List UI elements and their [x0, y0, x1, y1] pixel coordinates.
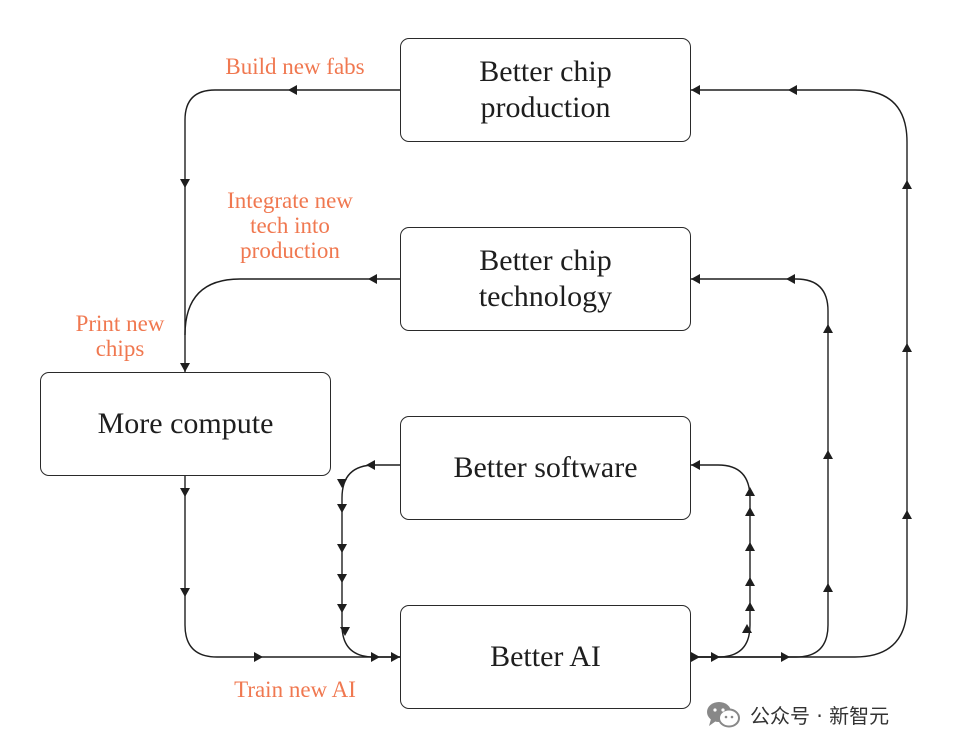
edge-software-to-ai — [341, 464, 400, 658]
edge-production-to-compute — [184, 89, 400, 372]
watermark: 公众号 · 新智元 — [706, 700, 889, 729]
arrow-right — [691, 652, 700, 662]
node-label: Better chip technology — [478, 244, 613, 313]
arrow-down — [337, 544, 347, 553]
arrow-up — [742, 624, 752, 633]
label-print-new-chips: Print new chips — [75, 311, 165, 361]
arrow-down — [180, 488, 190, 497]
arrow-left — [691, 85, 700, 95]
arrow-down — [337, 574, 347, 583]
watermark-text: 公众号 · 新智元 — [750, 704, 890, 728]
node-better-software: Better software — [400, 416, 691, 520]
edge-ai-to-technology — [691, 278, 829, 658]
arrow-right — [781, 652, 790, 662]
arrow-up — [902, 180, 912, 189]
edge-ai-to-production — [691, 89, 908, 658]
edge-technology-to-compute — [184, 278, 400, 336]
arrow-up — [823, 450, 833, 459]
arrow-up — [823, 324, 833, 333]
arrow-left — [691, 460, 700, 470]
arrow-down — [180, 179, 190, 188]
arrow-up — [745, 507, 755, 516]
arrow-up — [902, 343, 912, 352]
node-label: Better AI — [490, 640, 601, 673]
node-more-compute: More compute — [40, 372, 331, 476]
arrow-up — [902, 510, 912, 519]
node-label: More compute — [97, 407, 274, 440]
label-train-new-ai: Train new AI — [234, 677, 356, 702]
arrow-right — [254, 652, 263, 662]
node-better-chip-production: Better chip production — [400, 38, 691, 142]
arrow-up — [745, 487, 755, 496]
arrow-right — [371, 652, 380, 662]
arrow-up — [745, 577, 755, 586]
arrow-left — [366, 460, 375, 470]
arrow-left — [788, 85, 797, 95]
node-label: Better software — [453, 451, 638, 484]
node-better-ai: Better AI — [400, 605, 691, 709]
arrow-right — [391, 652, 400, 662]
arrow-left — [786, 274, 795, 284]
arrow-down — [180, 363, 190, 372]
arrow-left — [691, 274, 700, 284]
node-better-chip-technology: Better chip technology — [400, 227, 691, 331]
arrow-down — [180, 588, 190, 597]
wechat-icon — [707, 701, 740, 727]
arrow-left — [368, 274, 377, 284]
arrow-down — [337, 479, 347, 488]
edge-compute-to-ai — [184, 475, 400, 658]
arrow-up — [745, 602, 755, 611]
arrow-right — [711, 652, 720, 662]
arrow-up — [823, 583, 833, 592]
edge-ai-to-software — [691, 464, 751, 658]
arrow-left — [288, 85, 297, 95]
arrow-up — [745, 542, 755, 551]
arrow-down — [340, 627, 350, 636]
arrow-down — [337, 504, 347, 513]
label-build-new-fabs: Build new fabs — [225, 54, 365, 79]
node-label: Better chip production — [479, 55, 612, 124]
label-integrate-new-tech: Integrate new tech into production — [227, 188, 353, 263]
arrow-down — [337, 604, 347, 613]
